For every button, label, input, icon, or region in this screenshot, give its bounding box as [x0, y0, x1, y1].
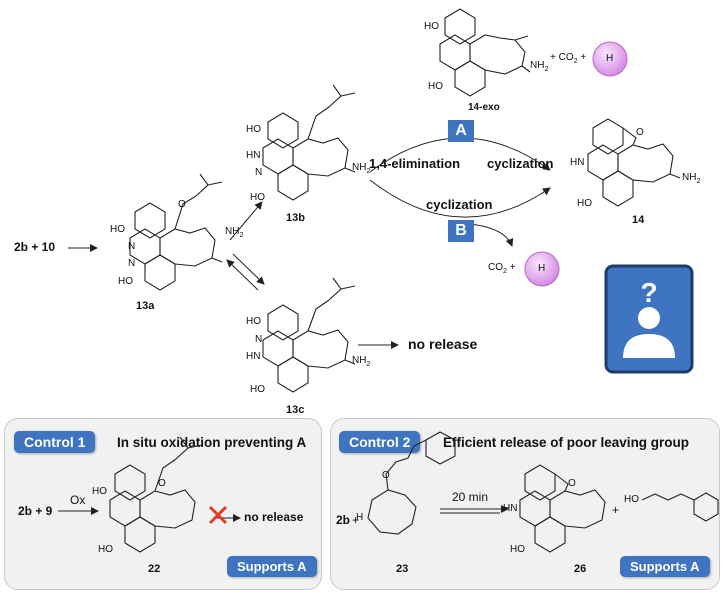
- atom-label: HO: [98, 544, 113, 555]
- atom-label: NH2: [682, 172, 701, 185]
- structure-26: [519, 464, 606, 553]
- question-person-icon: ?: [604, 264, 694, 374]
- atom-label: NH2: [352, 162, 371, 175]
- reactant-top: 2b + 10: [14, 240, 56, 254]
- atom-label: HN: [246, 351, 261, 362]
- cross-icon: [208, 505, 228, 525]
- atom-label: HO: [510, 544, 525, 555]
- arrow-control-2: [440, 505, 509, 514]
- atom-label: HO: [92, 486, 107, 497]
- structure-14-exo: [439, 8, 531, 97]
- atom-label: H: [606, 53, 614, 64]
- compound-label-13b: 13b: [286, 212, 305, 224]
- condition-time: 20 min: [452, 490, 489, 504]
- no-release-label: no release: [408, 336, 478, 352]
- structure-alcohol: [641, 492, 719, 522]
- atom-label: HO: [246, 124, 261, 135]
- structure-23: [367, 431, 456, 535]
- compound-label-26: 26: [574, 563, 587, 575]
- cyclization-label-bottom: cyclization: [426, 197, 493, 212]
- plus-sign: +: [612, 503, 620, 517]
- atom-label: HO: [428, 81, 443, 92]
- structure-22: [109, 436, 203, 553]
- structure-13a: [129, 173, 223, 291]
- atom-label: HO: [250, 192, 265, 203]
- control-1-tag: Control 1: [14, 431, 96, 453]
- atom-label: N: [255, 334, 263, 345]
- elimination-label: 1,4-elimination: [369, 156, 461, 171]
- atom-label: HO: [246, 316, 261, 327]
- eq-arrow-1: [232, 253, 265, 285]
- methylamine-icon: [592, 41, 628, 77]
- reactant-control-2: 2b: [336, 513, 351, 527]
- atom-label: N: [128, 241, 136, 252]
- atom-label: HN: [503, 503, 518, 514]
- atom-label: HO: [250, 384, 265, 395]
- reactant-control-1: 2b + 9: [18, 504, 53, 518]
- atom-label: HO: [424, 21, 439, 32]
- compound-label-14: 14: [632, 214, 645, 226]
- compound-label-14-exo: 14-exo: [468, 102, 500, 113]
- atom-label: O: [636, 127, 644, 138]
- compound-label-23: 23: [396, 563, 409, 575]
- co2-byproduct-top: + CO2 +: [550, 52, 587, 65]
- atom-label: HO: [110, 224, 125, 235]
- atom-label: H: [356, 512, 364, 523]
- compound-label-13c: 13c: [286, 404, 305, 416]
- atom-label: HN: [246, 150, 261, 161]
- eq-arrow-2: [226, 259, 259, 291]
- arrow-to-13b: [229, 201, 263, 241]
- arrow-to-byproduct: [469, 223, 514, 247]
- arrow-path-b: [369, 179, 551, 218]
- control-2-title: Efficient release of poor leaving group: [443, 435, 690, 450]
- structure-14: [587, 118, 681, 207]
- atom-label: HO: [577, 198, 592, 209]
- reagent-ox: Ox: [70, 493, 86, 507]
- control-2-supports-badge: Supports A: [620, 556, 710, 577]
- no-release-control-label: no release: [244, 510, 304, 524]
- atom-label: HO: [118, 276, 133, 287]
- compound-label-13a: 13a: [136, 300, 155, 312]
- atom-label: N: [255, 167, 263, 178]
- atom-label: NH2: [225, 226, 244, 239]
- svg-text:?: ?: [640, 277, 657, 308]
- co2-byproduct-bottom: CO2 +: [488, 262, 516, 275]
- methylamine-icon: [524, 251, 560, 287]
- atom-label: O: [158, 478, 166, 489]
- control-2-tag: Control 2: [339, 431, 421, 453]
- atom-label: O: [568, 478, 576, 489]
- atom-label: HO: [624, 494, 639, 505]
- atom-label: O: [382, 470, 390, 481]
- atom-label: NH2: [530, 60, 549, 73]
- structure-13c: [262, 277, 356, 393]
- atom-label: H: [538, 263, 546, 274]
- structure-13b: [262, 84, 356, 201]
- atom-label: HN: [570, 157, 585, 168]
- plus-sign: +: [352, 513, 360, 527]
- control-1-supports-badge: Supports A: [227, 556, 317, 577]
- atom-label: N: [128, 258, 136, 269]
- atom-label: O: [178, 199, 186, 210]
- compound-label-22: 22: [148, 563, 161, 575]
- cyclization-label-top: cyclization: [487, 156, 554, 171]
- atom-label: NH2: [352, 355, 371, 368]
- path-a-box: A: [448, 120, 474, 142]
- path-b-box: B: [448, 220, 474, 242]
- control-1-title: In situ oxidation preventing A: [117, 435, 307, 450]
